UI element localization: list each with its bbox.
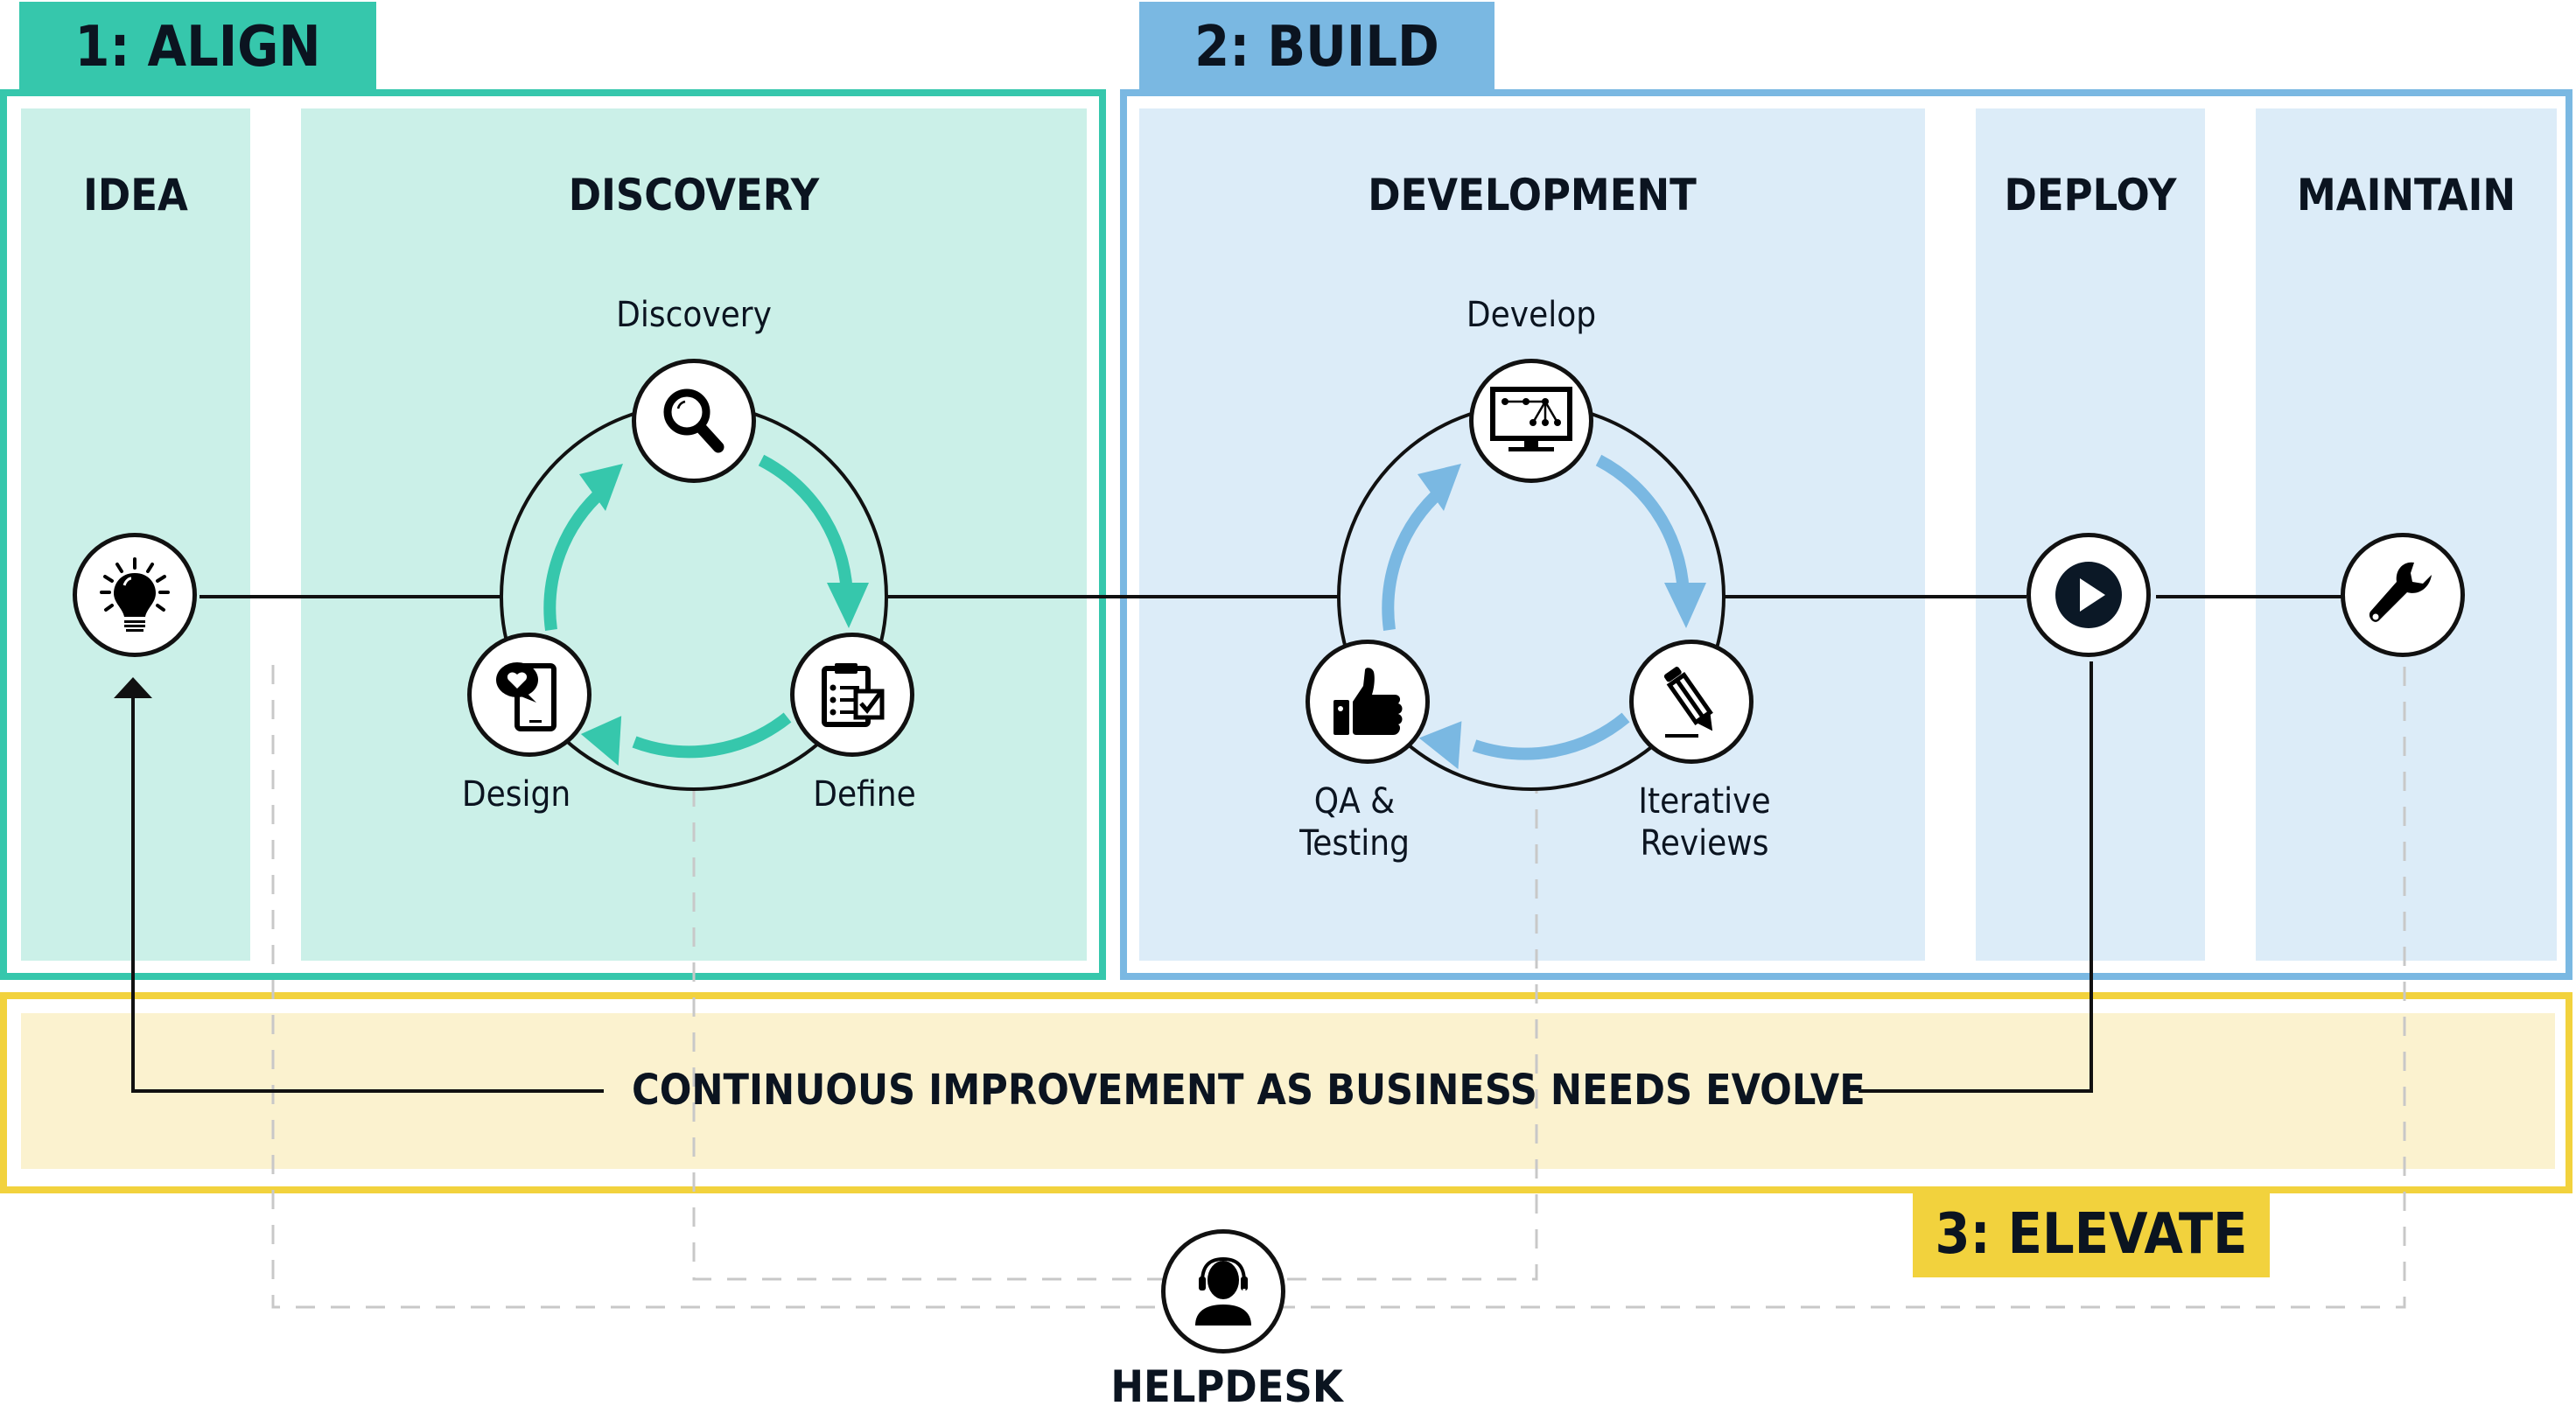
idea-node[interactable] [73, 533, 197, 657]
label-design: Design [461, 774, 571, 815]
phase-tab-build-label: 2: BUILD [1194, 15, 1439, 80]
label-qa-testing-line2: Testing [1299, 823, 1410, 864]
feedback-text: CONTINUOUS IMPROVEMENT AS BUSINESS NEEDS… [632, 1066, 1866, 1115]
clipboard-checklist-icon [822, 663, 885, 727]
thumbs-up-icon [1334, 668, 1403, 735]
column-discovery: DISCOVERY [301, 108, 1087, 961]
development-arrowhead-3 [1418, 464, 1461, 511]
column-title-development: DEVELOPMENT [1368, 170, 1697, 220]
magnifier-icon [663, 388, 724, 453]
discovery-arrowhead-3 [579, 464, 623, 511]
iterative-reviews-node[interactable] [1629, 640, 1754, 764]
column-title-idea: IDEA [83, 170, 188, 220]
column-title-discovery: DISCOVERY [568, 170, 820, 220]
dashed-line-discovery-helpdesk [692, 787, 1538, 1281]
column-title-maintain: MAINTAIN [2297, 170, 2516, 220]
build-frame [1120, 89, 2572, 980]
development-arrowhead-2 [1418, 721, 1462, 770]
phase-tab-elevate-label: 3: ELEVATE [1935, 1202, 2248, 1267]
develop-node[interactable] [1469, 359, 1593, 483]
headset-agent-icon [1195, 1256, 1251, 1326]
label-iterative-reviews-line2: Reviews [1640, 823, 1769, 864]
align-frame [0, 89, 1106, 980]
label-qa-testing-line1: QA & [1313, 781, 1396, 822]
lightbulb-icon [100, 557, 170, 632]
mobile-heart-chat-icon [496, 662, 556, 731]
feedback-line-right [1858, 661, 2093, 1093]
discovery-arrowheads [579, 464, 869, 766]
discovery-node[interactable] [632, 359, 756, 483]
monitor-diagram-icon [1490, 387, 1572, 451]
phase-tab-align: 1: ALIGN [19, 2, 376, 93]
phase-tab-build: 2: BUILD [1139, 2, 1494, 93]
feedback-arrowhead-icon [114, 677, 152, 698]
play-icon [2055, 562, 2122, 628]
maintain-node[interactable] [2341, 533, 2465, 657]
design-node[interactable] [467, 633, 592, 757]
development-cycle-arrows [1382, 454, 1690, 760]
development-arrowhead-1 [1664, 583, 1706, 628]
wrench-icon [2369, 562, 2432, 622]
dashed-line-idea-helpdesk [271, 665, 2406, 1309]
phase-tab-align-label: 1: ALIGN [74, 15, 321, 80]
column-development: DEVELOPMENT [1139, 108, 1925, 961]
discovery-arc-1 [758, 454, 854, 605]
label-discovery: Discovery [616, 295, 772, 335]
discovery-arrowhead-2 [580, 716, 622, 766]
discovery-arrowhead-1 [827, 583, 869, 628]
label-iterative-reviews: Iterative Reviews [1638, 780, 1770, 864]
development-arc-2 [1472, 712, 1630, 760]
label-qa-testing: QA & Testing [1299, 780, 1410, 864]
qa-testing-node[interactable] [1306, 640, 1430, 764]
phase-tab-elevate: 3: ELEVATE [1913, 1192, 2270, 1277]
elevate-frame [0, 992, 2572, 1193]
helpdesk-node[interactable] [1161, 1229, 1285, 1354]
label-develop: Develop [1466, 295, 1597, 335]
helpdesk-dashed-lines [271, 665, 2406, 1309]
discovery-arc-3 [543, 485, 608, 631]
feedback-loop-line [131, 661, 2093, 1093]
define-node[interactable] [790, 633, 914, 757]
discovery-cycle-arrows [543, 454, 854, 759]
development-arc-1 [1595, 454, 1690, 605]
feedback-line-left [131, 696, 604, 1093]
column-title-deploy: DEPLOY [2004, 170, 2177, 220]
deploy-node[interactable] [2026, 533, 2151, 657]
discovery-arc-2 [632, 712, 792, 759]
label-define: Define [813, 774, 916, 815]
development-arrowheads [1418, 464, 1706, 770]
label-iterative-reviews-line1: Iterative [1638, 781, 1771, 822]
development-arc-3 [1382, 485, 1446, 631]
helpdesk-label: HELPDESK [1110, 1361, 1343, 1412]
pencil-icon [1663, 667, 1713, 738]
